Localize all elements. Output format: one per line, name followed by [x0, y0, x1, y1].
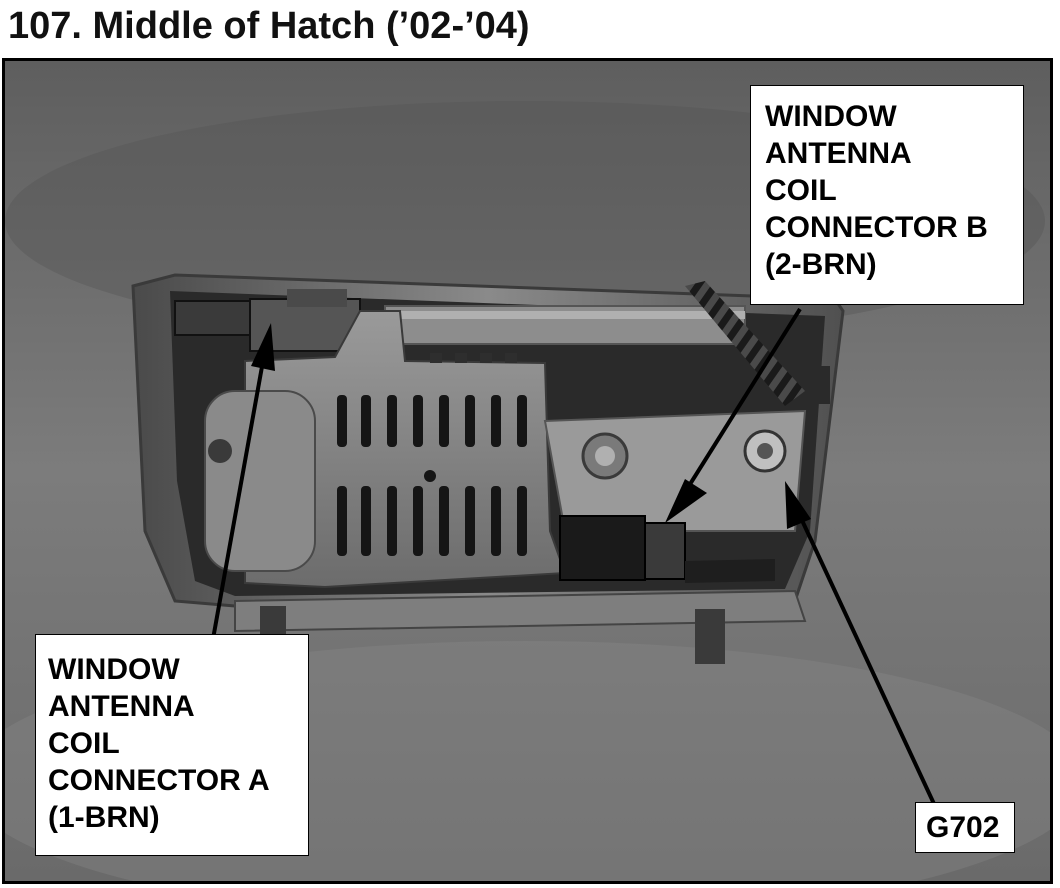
- label-g702-text: G702: [926, 811, 1000, 844]
- label-connector-a-line-2: ANTENNA: [48, 690, 195, 723]
- page-title: 107. Middle of Hatch (’02-’04): [8, 5, 530, 47]
- label-connector-a-line-5: (1-BRN): [48, 801, 160, 834]
- arrowhead-g702: [785, 481, 811, 529]
- module-grille: [337, 395, 527, 556]
- arrow-to-connector-b: [685, 307, 802, 491]
- wire-loom: [685, 281, 805, 406]
- label-connector-b-line-1: WINDOW: [765, 100, 897, 133]
- label-connector-b-line-5: (2-BRN): [765, 248, 877, 281]
- callout-arrows: [211, 307, 937, 807]
- label-connector-a: WINDOW ANTENNA COIL CONNECTOR A (1-BRN): [35, 634, 309, 856]
- label-connector-b-line-3: COIL: [765, 174, 837, 207]
- label-g702: G702: [915, 802, 1015, 853]
- arrowhead-connector-b: [665, 479, 707, 523]
- label-connector-a-line-1: WINDOW: [48, 653, 180, 686]
- arrowhead-connector-a: [251, 323, 275, 371]
- label-connector-a-line-3: COIL: [48, 727, 120, 760]
- label-connector-b-line-4: CONNECTOR B: [765, 211, 988, 244]
- arrow-to-g702: [798, 515, 937, 807]
- label-connector-b: WINDOW ANTENNA COIL CONNECTOR B (2-BRN): [750, 85, 1024, 305]
- label-connector-a-line-4: CONNECTOR A: [48, 764, 270, 797]
- connector-b: [559, 515, 646, 581]
- antenna-module: [244, 310, 567, 589]
- label-connector-b-line-2: ANTENNA: [765, 137, 912, 170]
- arrow-to-connector-a: [211, 360, 265, 640]
